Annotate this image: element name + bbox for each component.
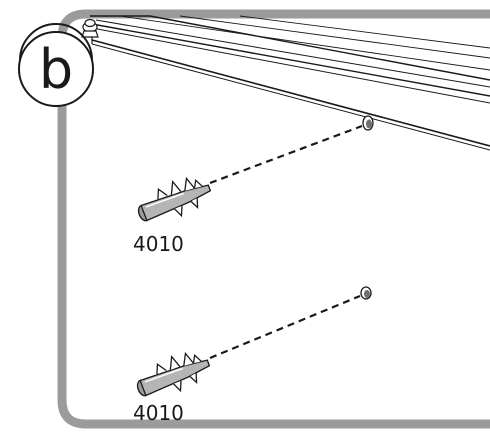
rail-end-bracket (81, 18, 99, 38)
step-letter: b (39, 38, 73, 101)
part-callout-lower: 4010 (133, 401, 184, 425)
panel-border (57, 9, 490, 429)
drill-hole-upper (362, 115, 374, 131)
drill-hole-lower (360, 286, 372, 300)
wall-plug-upper (137, 176, 212, 222)
cabinet-top-rail (90, 15, 490, 151)
insertion-guide-upper (209, 124, 363, 185)
step-badge: b (18, 23, 94, 107)
wall-plug-lower (136, 351, 211, 397)
part-callout-upper: 4010 (133, 232, 184, 256)
insertion-guide-lower (209, 294, 361, 360)
